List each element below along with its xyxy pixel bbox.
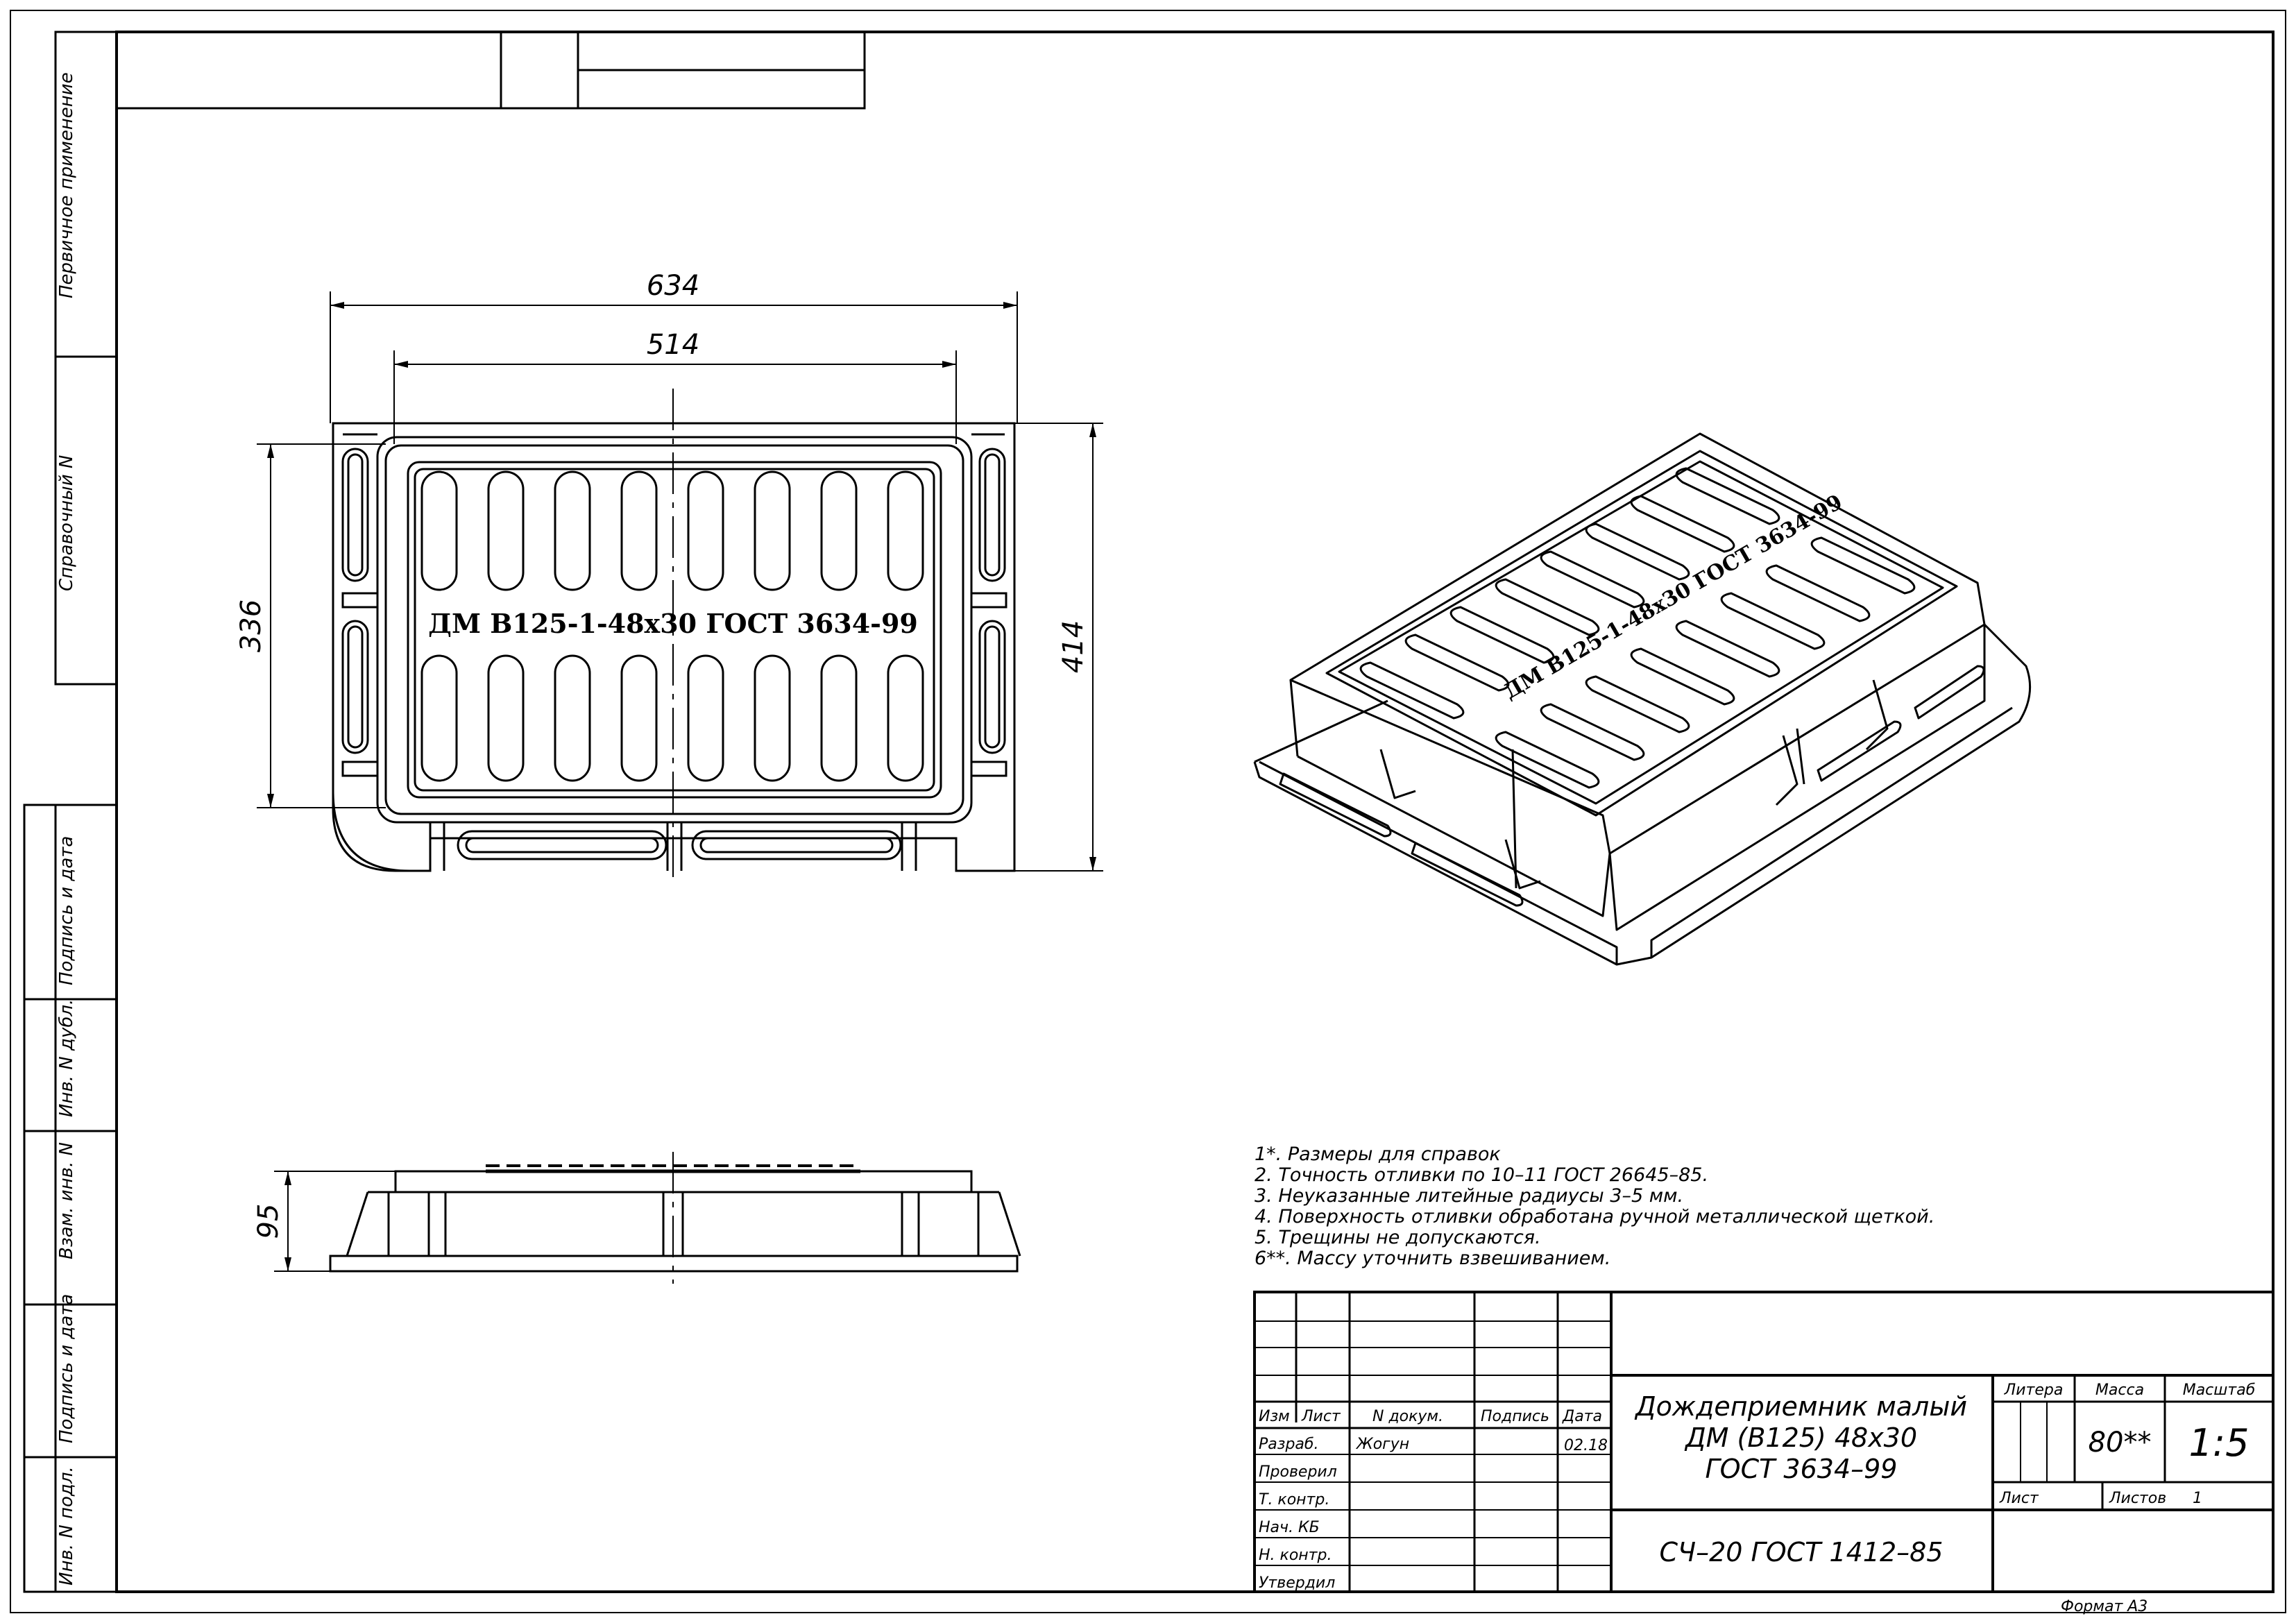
sheets-value: 1: [2193, 1490, 2202, 1507]
header-sign: Подпись: [1481, 1408, 1549, 1425]
bottom-slot: [691, 830, 902, 860]
grate-slots-upper: [420, 470, 924, 591]
signature-date-label-1: Подпись и дата: [56, 836, 77, 985]
iso-slots-left: [1359, 467, 1780, 720]
inv-podl-label: Инв. N подл.: [56, 1466, 77, 1586]
side-slot: [341, 448, 369, 582]
format-label: Формат А3: [2061, 1598, 2148, 1615]
vzam-inv-label: Взам. инв. N: [56, 1142, 77, 1259]
mass-label: Масса: [2095, 1382, 2144, 1399]
header-izm: Изм: [1259, 1408, 1290, 1425]
developer-name: Жогун: [1355, 1436, 1409, 1453]
title-block: [1253, 1291, 2274, 1593]
side-slot: [978, 448, 1006, 582]
dimension-95: 95: [253, 1204, 284, 1239]
grate-slots-lower: [420, 654, 924, 782]
sheets-label: Листов: [2109, 1490, 2166, 1507]
inv-dubl-label: Инв. N дубл.: [56, 999, 77, 1117]
side-slot: [978, 620, 1006, 754]
frame-outline: [332, 422, 1016, 872]
signature-date-label-2: Подпись и дата: [56, 1294, 77, 1443]
top-stamp: [115, 31, 866, 110]
note-3: 3. Неуказанные литейные радиусы 3–5 мм.: [1255, 1185, 1683, 1207]
material-designation: СЧ–20 ГОСТ 1412–85: [1660, 1537, 1944, 1567]
side-slot: [341, 620, 369, 754]
role-tech-control: Т. контр.: [1259, 1491, 1329, 1509]
mass-value: 80**: [2089, 1427, 2152, 1459]
dimension-634: 634: [647, 270, 699, 302]
side-view: [329, 1152, 1021, 1284]
sheet-label: Лист: [1999, 1490, 2039, 1507]
iso-slots-right: [1495, 536, 1916, 789]
role-developer: Разраб.: [1259, 1436, 1318, 1453]
top-view: [332, 389, 1016, 885]
scale-label: Масштаб: [2183, 1382, 2256, 1399]
note-5: 5. Трещины не допускаются.: [1255, 1227, 1541, 1248]
bottom-slot: [457, 830, 667, 860]
header-list: Лист: [1301, 1408, 1341, 1425]
dimension-514: 514: [647, 329, 699, 361]
header-date: Дата: [1562, 1408, 1602, 1425]
note-2: 2. Точность отливки по 10–11 ГОСТ 26645–…: [1255, 1164, 1708, 1186]
drawing-frame: [10, 10, 2286, 1613]
litera-label: Литера: [2004, 1382, 2064, 1399]
side-stamp-labels: Первичное применение Справочный N Подпис…: [56, 72, 77, 1586]
note-6: 6**. Массу уточнить взвешиванием.: [1255, 1248, 1610, 1269]
technical-notes: 1*. Размеры для справок 2. Точность отли…: [1255, 1144, 1934, 1269]
side-stamp: [23, 31, 118, 1593]
developer-date: 02.18: [1564, 1437, 1608, 1454]
title-block-text: Изм Лист N докум. Подпись Дата Разраб. Ж…: [1259, 1382, 2255, 1592]
role-approved: Утвердил: [1259, 1574, 1335, 1592]
dimension-336: 336: [235, 600, 267, 652]
isometric-view: [1253, 432, 2032, 966]
role-norm-control: Н. контр.: [1259, 1547, 1332, 1564]
casting-mark-top-view: ДМ В125-1-48х30 ГОСТ 3634-99: [428, 608, 918, 639]
grate-outer: [376, 436, 973, 824]
role-head: Нач. КБ: [1259, 1519, 1320, 1536]
dimensions-side-view: [274, 1171, 396, 1272]
note-1: 1*. Размеры для справок: [1255, 1144, 1501, 1165]
document-title-line2: ДМ (В125) 48х30: [1684, 1422, 1917, 1453]
grate-inner: [407, 461, 942, 799]
reference-number-label: Справочный N: [56, 455, 77, 591]
dimensions-top-view: [257, 291, 1103, 872]
role-checked: Проверил: [1259, 1463, 1337, 1481]
dimension-414: 414: [1057, 620, 1089, 673]
document-title-line1: Дождеприемник малый: [1634, 1391, 1967, 1422]
document-title-line3: ГОСТ 3634–99: [1706, 1454, 1898, 1484]
note-4: 4. Поверхность отливки обработана ручной…: [1255, 1206, 1934, 1227]
header-doc: N докум.: [1372, 1408, 1443, 1425]
first-use-label: Первичное применение: [56, 72, 77, 298]
scale-value: 1:5: [2189, 1421, 2250, 1465]
